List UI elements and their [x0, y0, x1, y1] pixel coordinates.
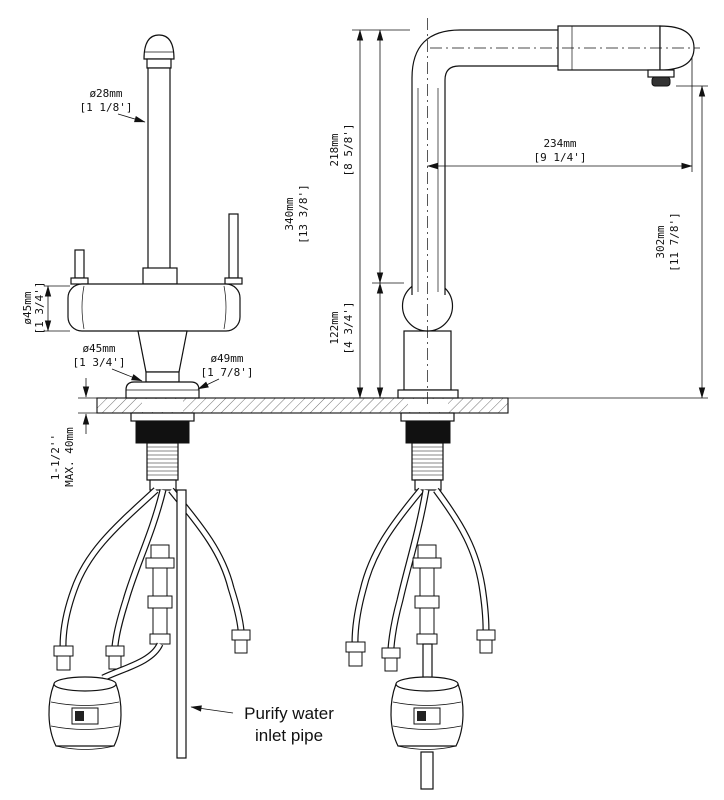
right-supply-hoses: [345, 487, 496, 672]
side-base-flange: [397, 389, 459, 399]
l-shaped-spout: [411, 29, 561, 295]
right-check-valve-stack: [412, 544, 442, 645]
filter-logo-mark: [417, 711, 426, 721]
dim-spout-dia-in-label: [1 1/8']: [80, 101, 133, 114]
aerator-tip: [651, 76, 671, 87]
purify-water-leader-arrow: [190, 705, 234, 714]
dim-body-height: 122mm [4 3/4']: [328, 282, 384, 399]
dim-clearance-in-label: [11 7/8']: [668, 212, 681, 272]
body-taper: [137, 330, 188, 373]
dim-spout-reach: 234mm [9 1/4']: [427, 58, 693, 172]
front-view-faucet: [67, 34, 243, 399]
dim-flange-dia-mm-label: ø49mm: [210, 352, 243, 365]
dim-flange-diameter: ø49mm [1 7/8']: [197, 352, 254, 390]
dim-body-dia-mm-label: ø45mm: [21, 291, 34, 324]
right-filter-connector: [422, 643, 433, 679]
left-mount-washer: [130, 412, 195, 422]
dim-base-dia-mm-label: ø45mm: [82, 342, 115, 355]
right-mount-nut: [405, 420, 451, 444]
purify-note-line2: inlet pipe: [255, 726, 323, 745]
dim-deck-thickness: 1-1/2'' MAX. 40mm: [49, 378, 97, 487]
dim-spout-dia-mm-label: ø28mm: [89, 87, 122, 100]
mixer-body: [67, 283, 241, 332]
right-supply-assembly: [345, 412, 496, 790]
left-supply-hoses: [53, 487, 251, 671]
dim-spout-height: 218mm [8 5/8']: [328, 29, 404, 284]
left-supply-assembly: [48, 412, 251, 759]
left-check-valve-stack: [145, 544, 175, 645]
right-handle: [228, 213, 239, 279]
right-hose-manifold: [414, 479, 442, 491]
dim-body-dia-in-label: [1 3/4']: [33, 282, 46, 335]
left-mount-nut: [135, 420, 190, 444]
dim-reach-mm-label: 234mm: [543, 137, 576, 150]
right-filter-cartridge: [390, 676, 464, 790]
dim-total-height-in-label: [13 3/8']: [297, 184, 310, 244]
filter-logo-mark: [75, 711, 84, 721]
dim-spout-diameter: ø28mm [1 1/8']: [80, 87, 146, 123]
dim-base-diameter: ø45mm [1 3/4']: [73, 342, 143, 382]
dim-clearance-height: 302mm [11 7/8']: [654, 85, 708, 399]
right-filter-outlet-pipe: [420, 751, 434, 790]
dim-spout-height-in-label: [8 5/8']: [342, 124, 355, 177]
right-mount-washer: [400, 412, 455, 422]
dim-total-height-mm-label: 340mm: [283, 197, 296, 230]
purify-note-line1: Purify water: [244, 704, 334, 723]
right-threaded-shank: [411, 442, 444, 481]
dim-body-height-in-label: [4 3/4']: [342, 302, 355, 355]
dim-reach-in-label: [9 1/4']: [534, 151, 587, 164]
left-handle: [74, 249, 85, 279]
dim-body-diameter: ø45mm [1 3/4']: [21, 282, 70, 335]
dim-deck-max-line1-label: 1-1/2'': [49, 434, 62, 480]
dim-clearance-mm-label: 302mm: [654, 225, 667, 258]
dim-spout-height-mm-label: 218mm: [328, 133, 341, 166]
side-view-faucet: [397, 18, 700, 404]
dim-deck-max-line2-label: MAX. 40mm: [63, 427, 76, 487]
dim-total-height: 340mm [13 3/8']: [283, 29, 410, 399]
dim-body-height-mm-label: 122mm: [328, 311, 341, 344]
spout-neck: [147, 67, 171, 271]
countertop-section: [96, 397, 708, 414]
left-threaded-shank: [146, 442, 179, 481]
dim-flange-dia-in-label: [1 7/8']: [201, 366, 254, 379]
purify-inlet-pipe: [176, 489, 187, 759]
spray-head-cap: [143, 34, 175, 60]
purify-water-note: Purify water inlet pipe: [190, 704, 334, 745]
left-filter-cartridge: [48, 676, 122, 750]
dim-base-dia-in-label: [1 3/4']: [73, 356, 126, 369]
